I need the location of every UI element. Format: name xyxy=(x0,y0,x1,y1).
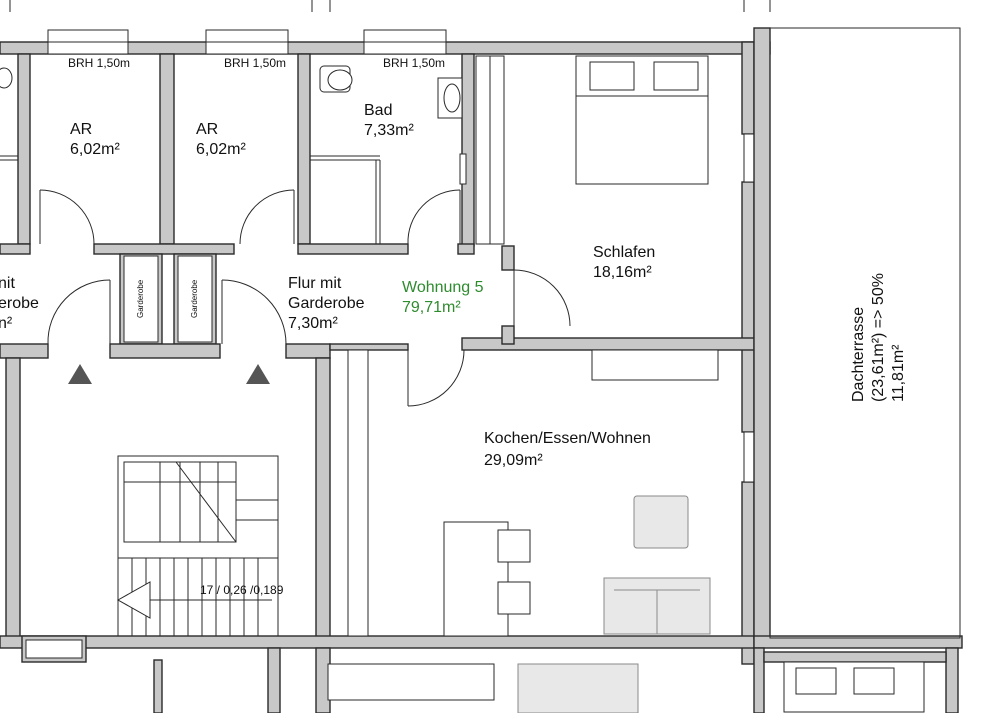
staircase xyxy=(68,364,279,637)
exterior-wall-top xyxy=(0,29,771,55)
garderobe-label-2: Garderobe xyxy=(190,279,199,318)
bedroom-furniture xyxy=(475,55,709,245)
room-ar1-area: 6,02m² xyxy=(70,141,120,158)
room-flur-name-1: Flur mit xyxy=(288,275,342,292)
room-labels: BRH 1,50m BRH 1,50m BRH 1,50m AR 6,02m² … xyxy=(0,56,907,597)
brh-label-2: BRH 1,50m xyxy=(224,56,286,70)
terrace-area: 11,81m² xyxy=(890,344,907,402)
terrace-area xyxy=(743,27,963,713)
room-schlafen-name: Schlafen xyxy=(593,244,655,261)
apartment-area: 79,71m² xyxy=(402,299,461,316)
living-furniture xyxy=(327,349,719,713)
room-bad-area: 7,33m² xyxy=(364,122,414,139)
room-flur-name-2: Garderobe xyxy=(288,295,365,312)
apartment-name: Wohnung 5 xyxy=(402,279,484,296)
top-dimension-ticks xyxy=(9,0,771,12)
brh-label-1: BRH 1,50m xyxy=(68,56,130,70)
doors xyxy=(39,189,571,407)
room-flur-area: 7,30m² xyxy=(288,315,338,332)
room-bad-name: Bad xyxy=(364,102,392,119)
terrace-calc: (23,61m²) => 50% xyxy=(870,273,887,402)
garderobe-label-1: Garderobe xyxy=(136,279,145,318)
brh-label-3: BRH 1,50m xyxy=(383,56,445,70)
terrace-name: Dachterrasse xyxy=(850,307,867,402)
room-left-partial-2: erobe xyxy=(0,295,39,312)
bathroom-fixtures xyxy=(0,65,467,244)
room-left-partial-1: nit xyxy=(0,275,15,292)
room-left-partial-3: n² xyxy=(0,315,13,332)
stair-spec-label: 17 / 0,26 /0,189 xyxy=(200,583,284,597)
room-ar2-area: 6,02m² xyxy=(196,141,246,158)
interior-walls xyxy=(0,41,755,713)
room-kochen-name: Kochen/Essen/Wohnen xyxy=(484,430,651,447)
room-kochen-area: 29,09m² xyxy=(484,452,543,469)
room-ar2-name: AR xyxy=(196,121,218,138)
room-ar1-name: AR xyxy=(70,121,92,138)
room-schlafen-area: 18,16m² xyxy=(593,264,652,281)
